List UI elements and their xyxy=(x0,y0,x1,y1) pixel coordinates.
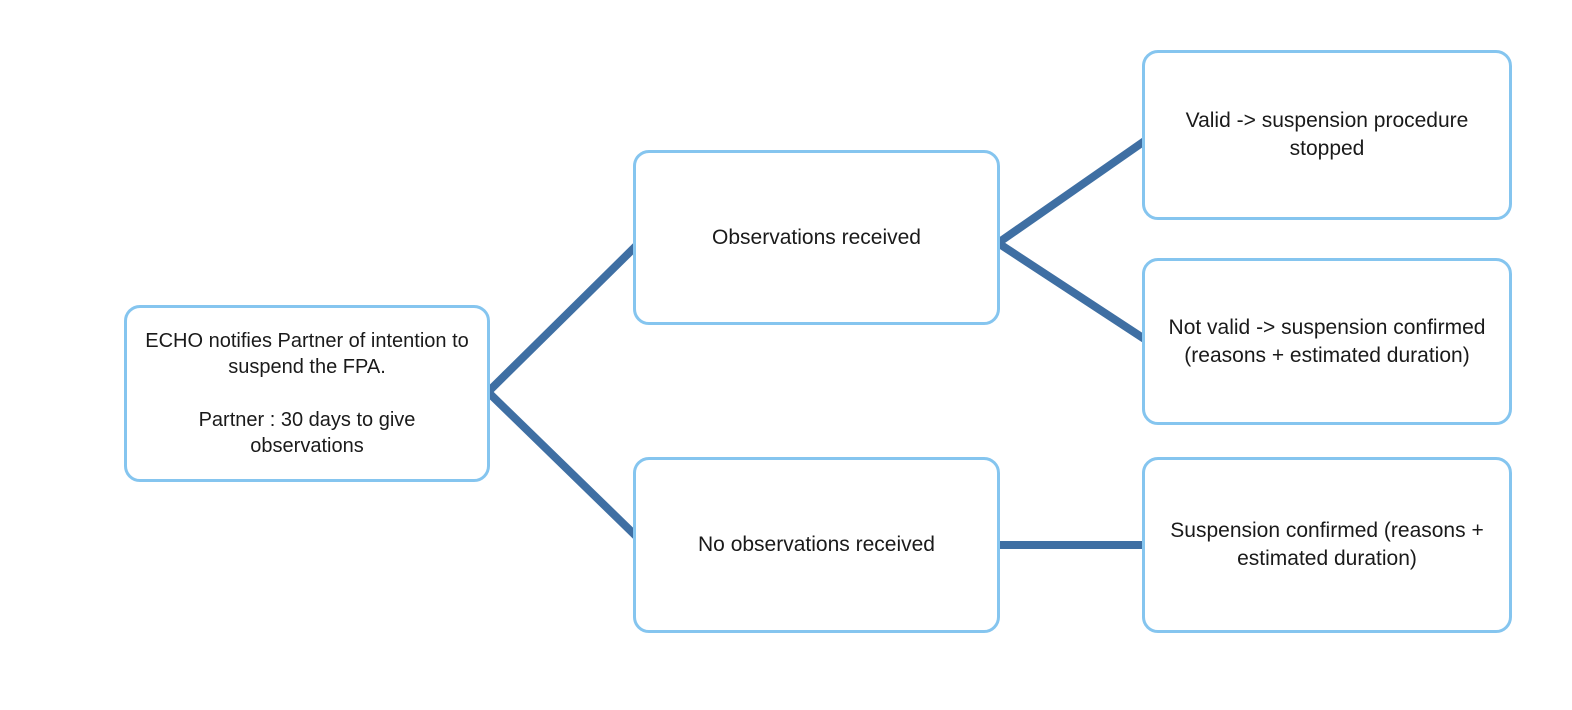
node-suspension-confirmed[interactable]: Suspension confirmed (reasons + estimate… xyxy=(1142,457,1512,633)
node-not-valid-suspension-confirmed[interactable]: Not valid -> suspension confirmed (reaso… xyxy=(1142,258,1512,425)
node-observations-received-label: Observations received xyxy=(712,225,921,249)
connector-notify-to-no-observations xyxy=(485,389,640,540)
node-valid-suspension-stopped-label: Valid -> suspension procedure stopped xyxy=(1185,109,1469,160)
node-not-valid-suspension-confirmed-label: Not valid -> suspension confirmed (reaso… xyxy=(1168,315,1486,367)
node-suspension-confirmed-label: Suspension confirmed (reasons + estimate… xyxy=(1170,519,1484,570)
node-valid-suspension-stopped[interactable]: Valid -> suspension procedure stopped xyxy=(1142,50,1512,220)
node-observations-received[interactable]: Observations received xyxy=(633,150,1000,325)
connector-notify-to-observations-received xyxy=(485,242,640,395)
connector-observations-to-valid xyxy=(995,136,1149,247)
node-echo-notifies-partner[interactable]: ECHO notifies Partner of intention to su… xyxy=(124,305,490,482)
node-echo-notifies-partner-label: ECHO notifies Partner of intention to su… xyxy=(145,329,469,458)
node-no-observations-received[interactable]: No observations received xyxy=(633,457,1000,633)
node-no-observations-received-label: No observations received xyxy=(698,533,935,557)
connector-observations-to-not-valid xyxy=(995,239,1149,344)
